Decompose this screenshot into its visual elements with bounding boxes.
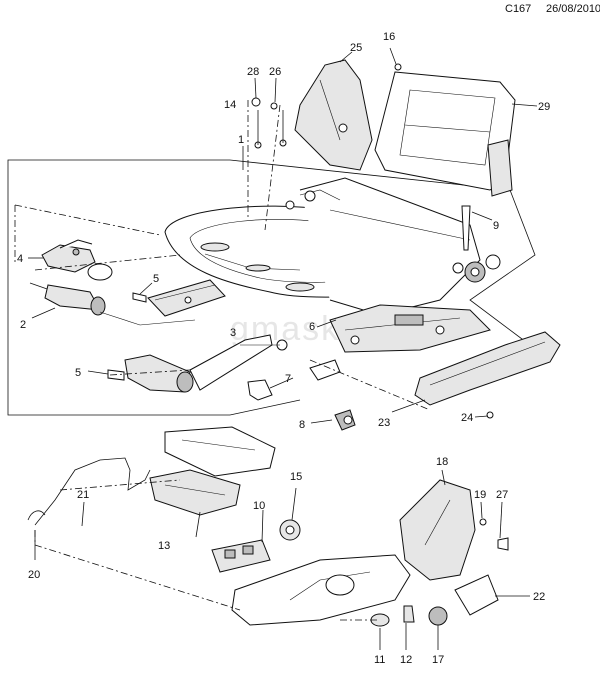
callout-2: 2 — [20, 319, 26, 331]
side-trim-cover — [231, 554, 411, 626]
bracket-plate — [164, 426, 276, 477]
seat-rail-left — [147, 279, 226, 317]
callout-labels: 1 2 3 4 5 5 6 7 8 9 10 11 12 13 14 15 16… — [17, 31, 550, 666]
side-panel-25 — [294, 59, 373, 171]
cover-22 — [454, 574, 499, 616]
callout-15: 15 — [290, 471, 302, 483]
backrest-panel-29 — [374, 71, 516, 197]
seat-cushion-frame — [164, 177, 501, 316]
callout-19: 19 — [474, 489, 486, 501]
callout-11: 11 — [374, 654, 385, 666]
clip-7 — [247, 379, 273, 401]
callout-8: 8 — [299, 419, 305, 431]
callout-10: 10 — [253, 500, 265, 512]
leader-lines — [28, 47, 538, 650]
knob-15 — [279, 519, 301, 541]
callout-16: 16 — [383, 31, 395, 43]
callout-18: 18 — [436, 456, 448, 468]
motor-assembly-lower — [124, 334, 273, 393]
seat-frame-boundary — [7, 159, 536, 416]
callout-5-lower: 5 — [75, 367, 81, 379]
bolt-9 — [461, 205, 471, 251]
callout-26: 26 — [269, 66, 281, 78]
trim-rail-23 — [414, 331, 561, 406]
bolt-5-upper — [132, 292, 147, 303]
callout-12: 12 — [400, 654, 412, 666]
diagram-code: C167 — [505, 3, 532, 15]
callout-21: 21 — [77, 489, 89, 501]
screw-24 — [486, 411, 494, 419]
sensor-8 — [334, 409, 356, 431]
callout-17: 17 — [432, 654, 444, 666]
motor-assembly-4 — [41, 239, 113, 281]
diagram-date: 26/08/2010 — [546, 3, 600, 15]
callout-25: 25 — [350, 42, 362, 54]
callout-13: 13 — [158, 540, 170, 552]
adjuster-mechanism-6 — [309, 304, 491, 381]
motor-assembly-2 — [29, 282, 196, 326]
callout-3: 3 — [230, 327, 236, 339]
callout-20: 20 — [28, 569, 40, 581]
callout-5-upper: 5 — [153, 273, 159, 285]
callout-7: 7 — [285, 373, 291, 385]
callout-14: 14 — [224, 99, 236, 111]
shield-18 — [399, 479, 476, 581]
small-parts-11-12-17-19-27 — [370, 518, 509, 627]
callout-1: 1 — [238, 134, 244, 146]
bracket-3 — [240, 339, 288, 351]
callout-9: 9 — [493, 220, 499, 232]
callout-28: 28 — [247, 66, 259, 78]
switch-10 — [211, 539, 271, 573]
callout-23: 23 — [378, 417, 390, 429]
callout-22: 22 — [533, 591, 545, 603]
callout-4: 4 — [17, 253, 23, 265]
callout-29: 29 — [538, 101, 550, 113]
control-module-13 — [149, 469, 241, 516]
callout-27: 27 — [496, 489, 508, 501]
callout-6: 6 — [309, 321, 315, 333]
screws-14-26-28 — [251, 63, 402, 149]
callout-24: 24 — [461, 412, 473, 424]
